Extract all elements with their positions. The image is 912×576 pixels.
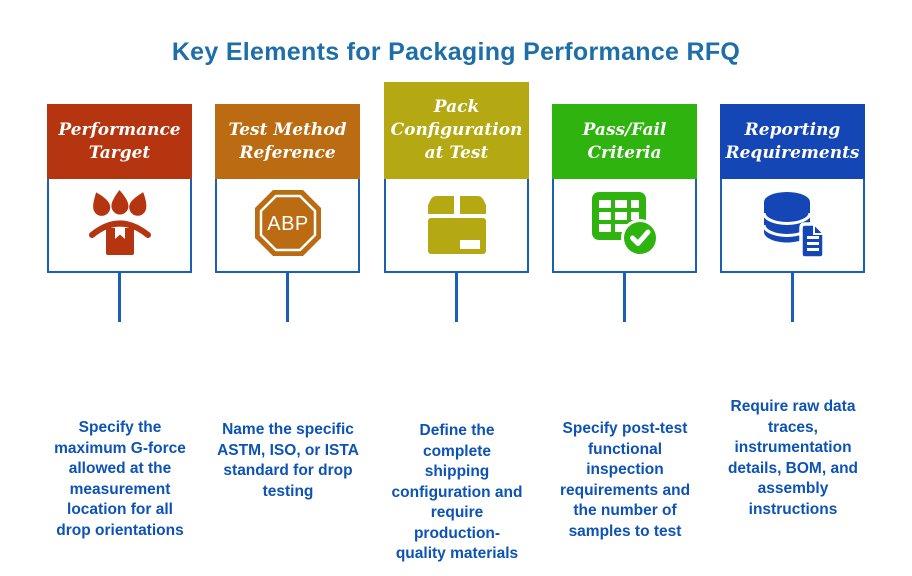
shipping-box-icon — [427, 196, 486, 254]
column-header: Test Method Reference — [215, 104, 360, 179]
column-icon-box — [720, 179, 865, 273]
connector-line — [455, 273, 458, 322]
connector-line — [623, 273, 626, 322]
abp-icon-label: ABP — [267, 213, 309, 235]
column-header: Reporting Requirements — [720, 104, 865, 179]
column-description: Name the specific ASTM, ISO, or ISTA sta… — [217, 421, 359, 500]
box-drop-impact-icon — [88, 190, 151, 255]
column-header: Pack Configuration at Test — [384, 82, 529, 179]
column-performance-target: Performance Target Specify the maximum G… — [47, 0, 192, 576]
page-title: Key Elements for Packaging Performance R… — [171, 38, 741, 66]
database-report-icon — [762, 192, 826, 260]
column-icon-box: ABP — [215, 179, 360, 273]
column-pass-fail-criteria: Pass/Fail Criteria Specify post-test fun… — [552, 0, 697, 576]
column-reporting-requirements: Reporting Requirements Require raw data … — [720, 0, 865, 576]
column-icon-box — [552, 179, 697, 273]
column-icon-box — [384, 179, 529, 273]
column-description: Specify post-test functional inspection … — [559, 420, 691, 540]
column-icon-box — [47, 179, 192, 273]
connector-line — [286, 273, 289, 322]
column-description: Require raw data traces, instrumentation… — [727, 398, 859, 518]
column-description: Specify the maximum G-force allowed at t… — [54, 419, 186, 539]
table-checkmark-icon — [591, 192, 659, 257]
column-description: Define the complete shipping configurati… — [391, 422, 523, 562]
connector-line — [791, 273, 794, 322]
column-pack-configuration: Pack Configuration at Test Define the co… — [384, 0, 529, 576]
column-test-method-reference: Test Method Reference ABP Name the speci… — [215, 0, 360, 576]
abp-stop-octagon-icon: ABP — [254, 190, 321, 256]
column-header: Pass/Fail Criteria — [552, 104, 697, 179]
column-header: Performance Target — [47, 104, 192, 179]
connector-line — [118, 273, 121, 322]
